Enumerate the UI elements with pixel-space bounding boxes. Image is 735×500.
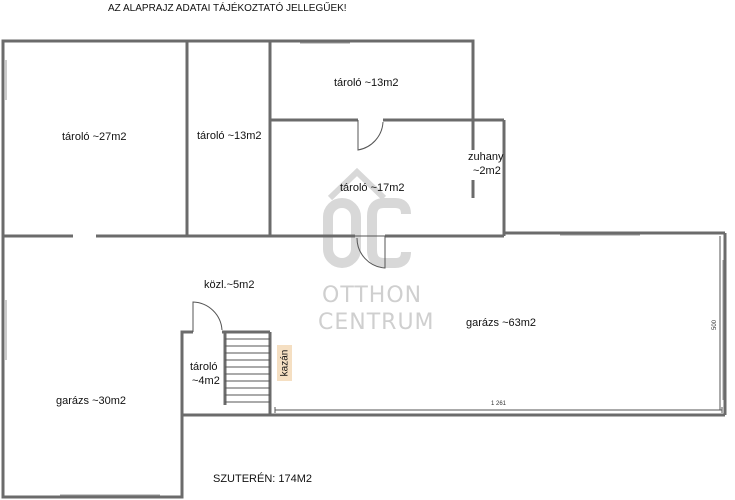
room-label-garage-63: garázs ~63m2 xyxy=(466,317,537,329)
stairs xyxy=(225,338,270,403)
room-label-storage-4-area: ~4m2 xyxy=(192,375,220,387)
watermark-otthon: OTTHON xyxy=(322,283,423,308)
room-label-shower-area: ~2m2 xyxy=(473,165,501,177)
walls xyxy=(1,39,727,499)
room-label-storage-27: tároló ~27m2 xyxy=(62,131,127,143)
room-label-storage-4: tároló xyxy=(190,361,218,373)
room-label-corridor: közl.~5m2 xyxy=(204,279,255,291)
boiler-marker: kazán xyxy=(277,345,292,381)
disclaimer-title: AZ ALAPRAJZ ADATAI TÁJÉKOZTATÓ JELLEGŰEK… xyxy=(108,3,347,14)
door-swings xyxy=(192,120,386,332)
room-label-storage-13-b: tároló ~13m2 xyxy=(334,77,399,89)
floor-area-label: SZUTERÉN: 174M2 xyxy=(213,473,313,485)
window-marks xyxy=(5,42,724,496)
watermark-centrum: CENTRUM xyxy=(318,310,435,335)
dimension-width: 1 261 xyxy=(491,401,507,407)
room-label-storage-13-a: tároló ~13m2 xyxy=(197,130,262,142)
room-label-garage-30: garázs ~30m2 xyxy=(56,395,127,407)
room-label-shower: zuhany xyxy=(468,151,504,163)
dimension-lines xyxy=(274,236,723,413)
dimension-depth: 500 xyxy=(712,319,718,330)
room-label-storage-17: tároló ~17m2 xyxy=(340,182,405,194)
watermark-logo xyxy=(323,167,411,268)
boiler-label: kazán xyxy=(279,349,290,377)
